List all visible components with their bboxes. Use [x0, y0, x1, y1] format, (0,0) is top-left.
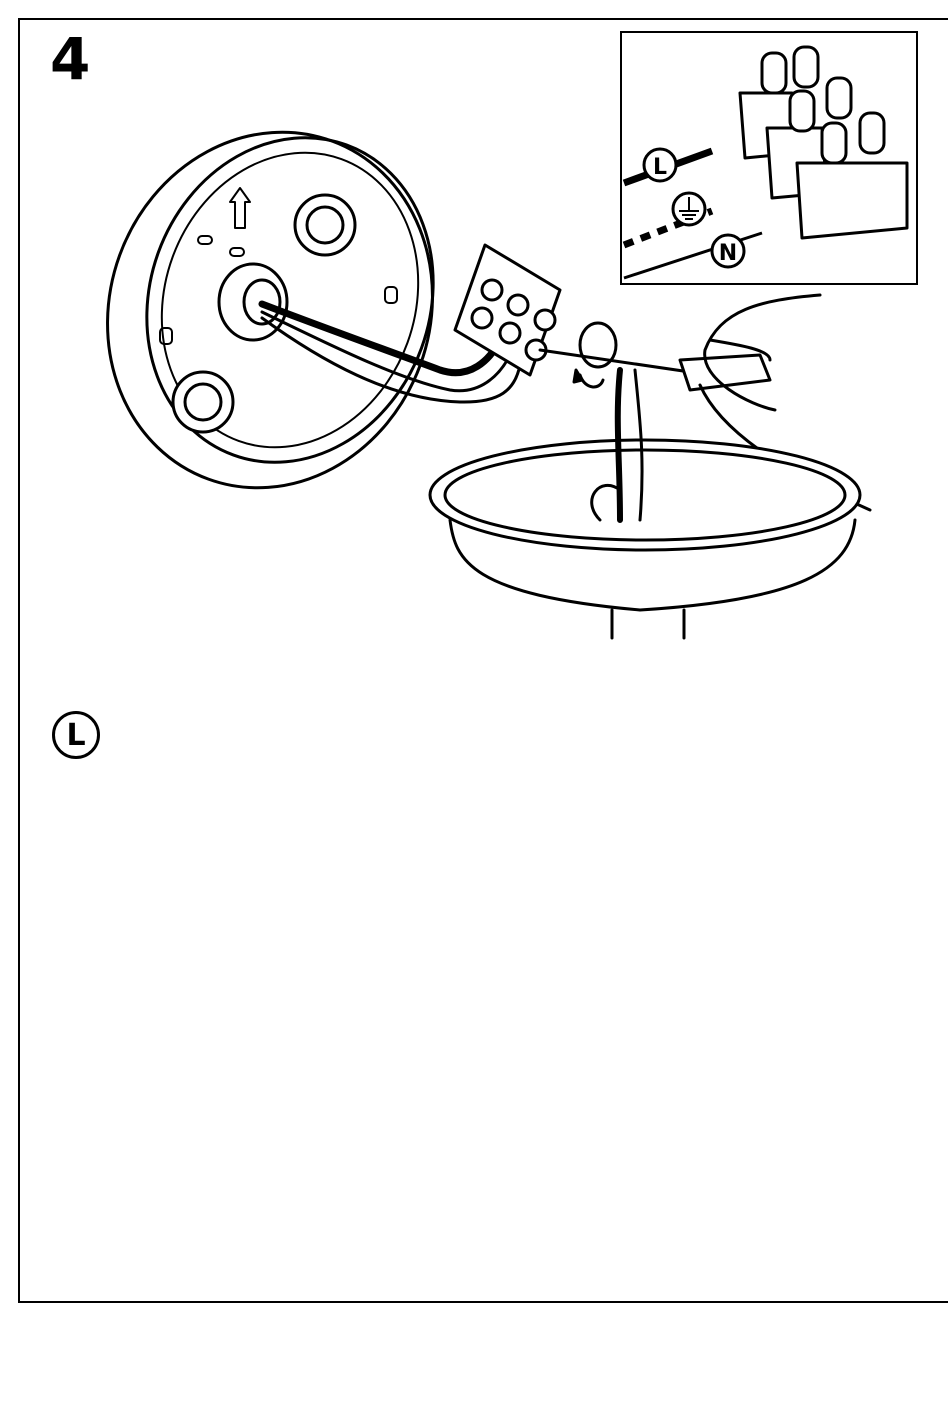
- terminal-detail-diagram: L N: [622, 33, 916, 283]
- neutral-label: N: [719, 241, 737, 266]
- fixture-bowl: [430, 323, 860, 638]
- live-legend-symbol: L: [52, 711, 100, 759]
- earth-ground-icon: [673, 193, 705, 225]
- live-label-marker: L: [644, 149, 676, 181]
- wiring-detail-inset: L N: [620, 31, 918, 285]
- neutral-label-marker: N: [712, 235, 744, 267]
- terminal-block: [455, 245, 560, 375]
- live-legend-label: L: [66, 718, 85, 753]
- live-label: L: [653, 155, 667, 180]
